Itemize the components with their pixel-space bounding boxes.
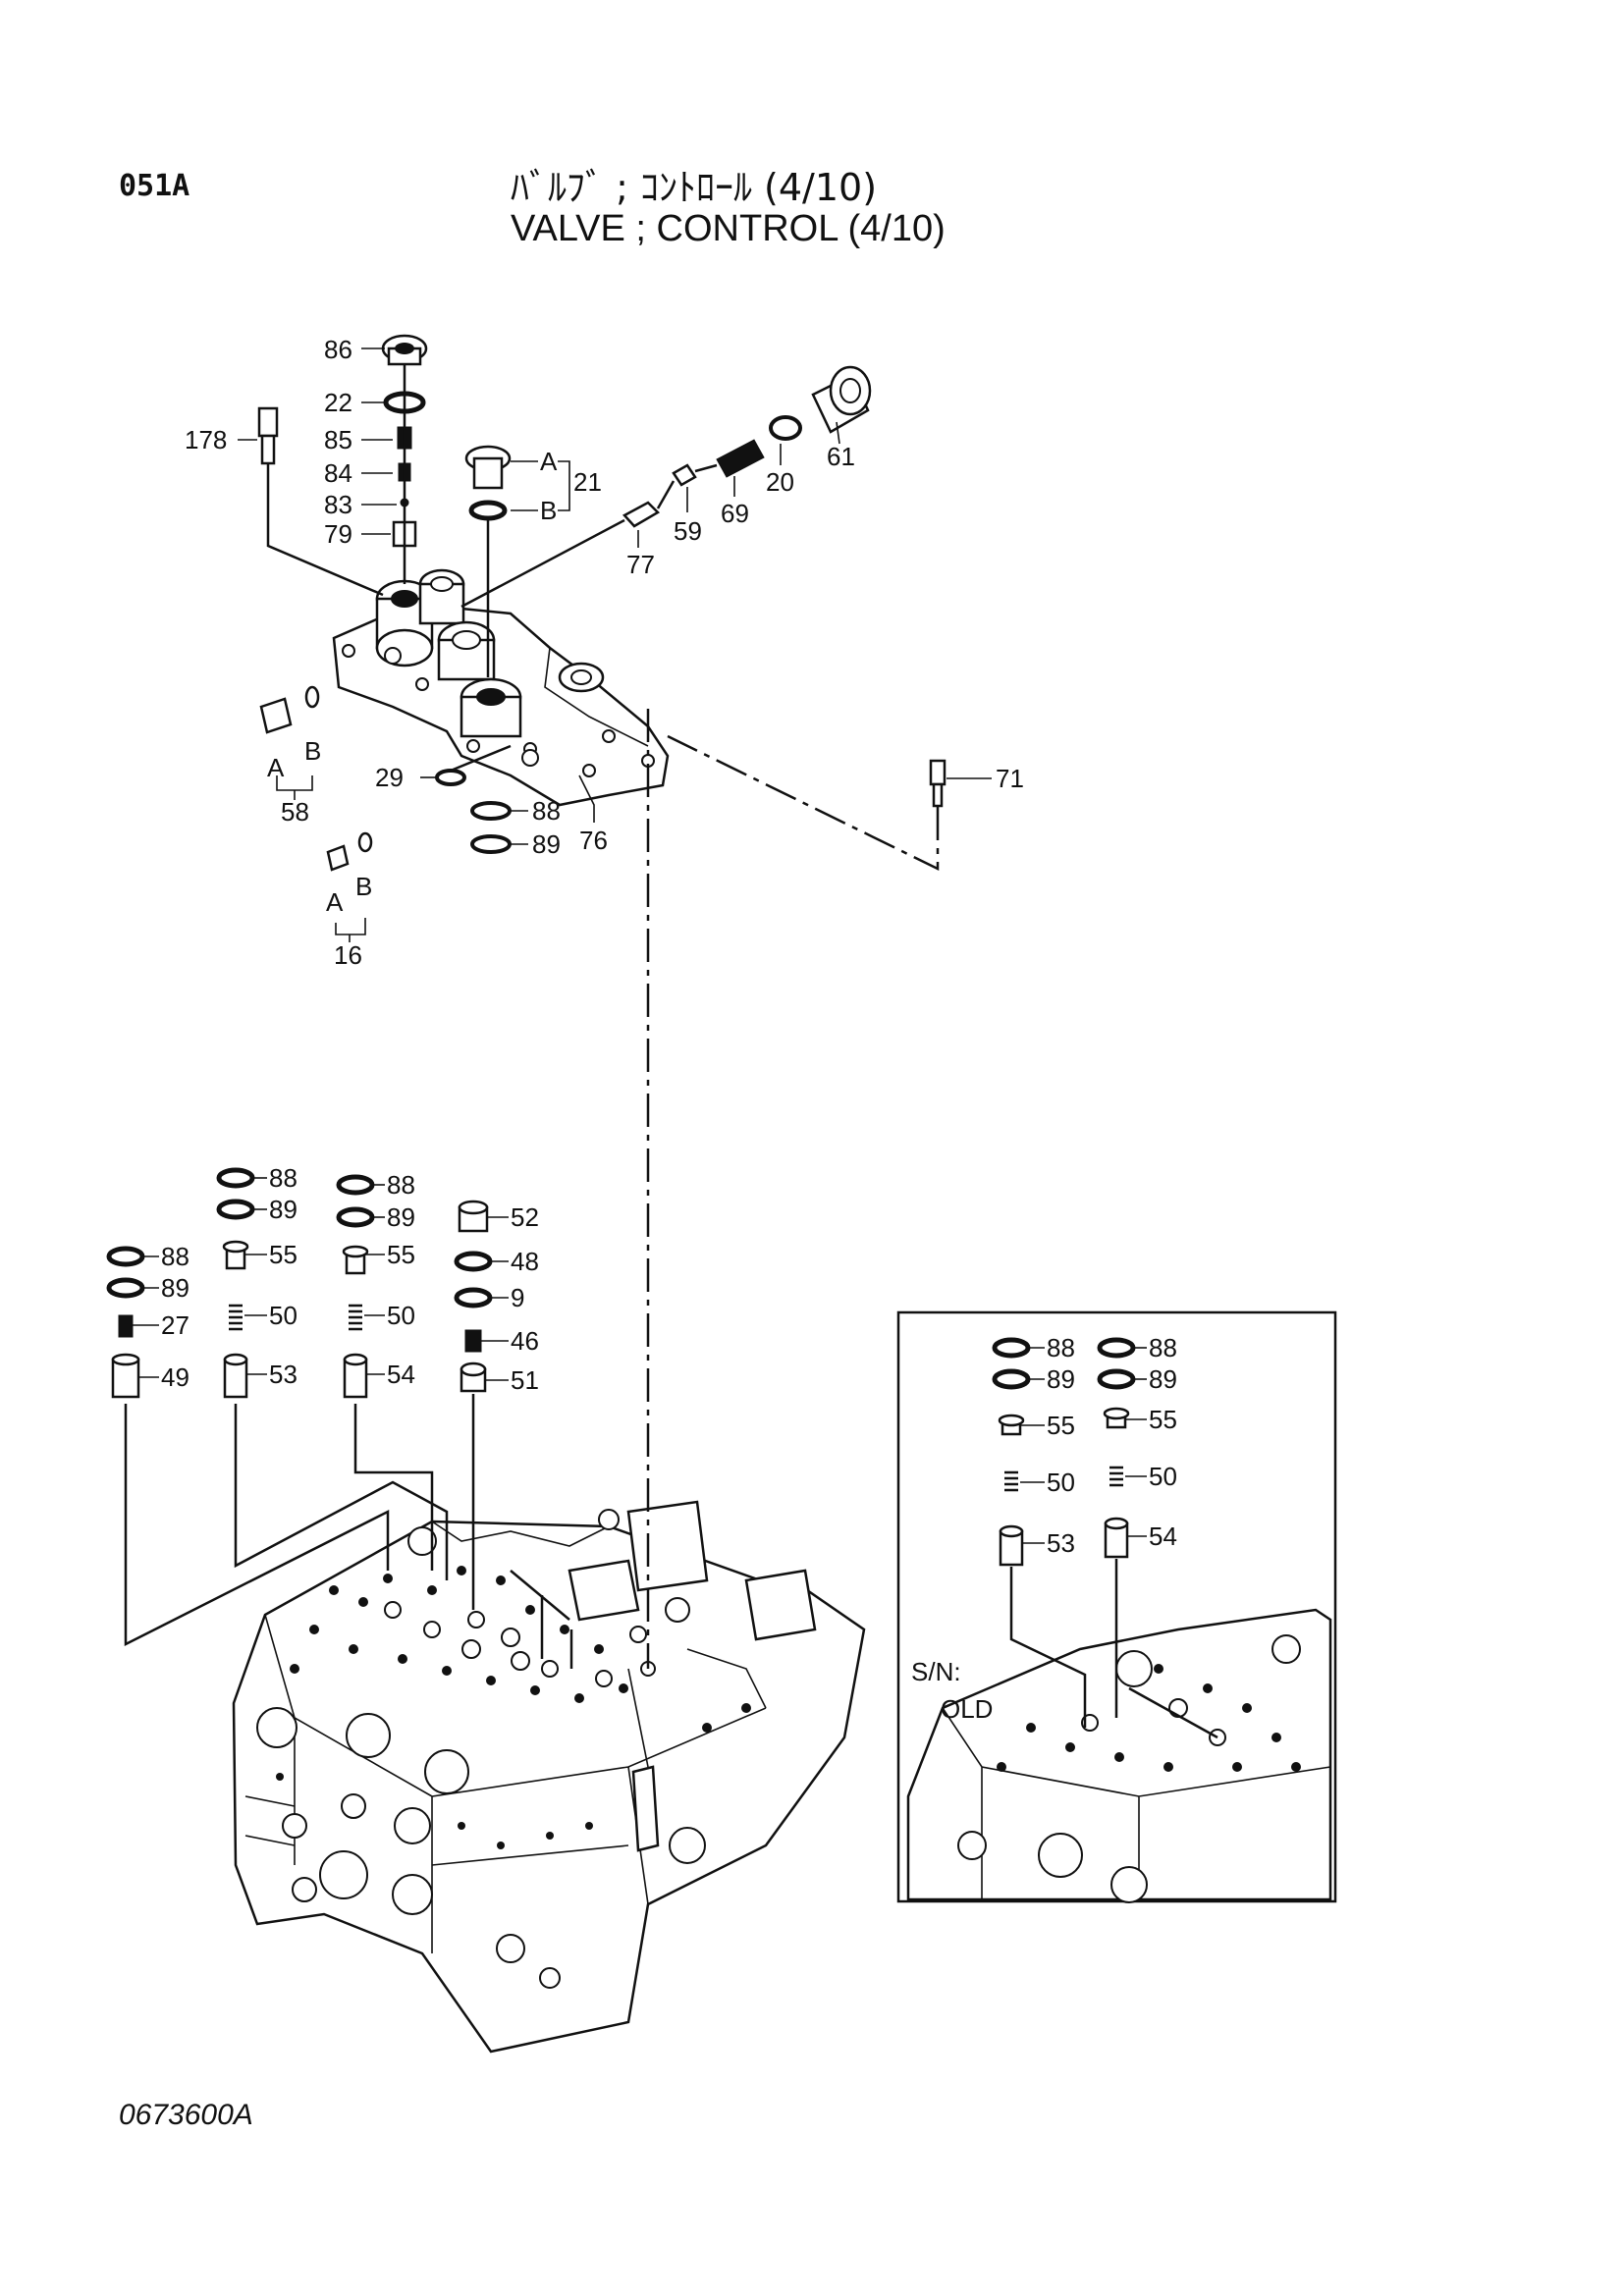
callout-21: 21 xyxy=(573,467,602,497)
page-code: 051A xyxy=(119,169,190,203)
plug-21 xyxy=(464,445,512,677)
stack-3-callout-50: 50 xyxy=(387,1301,415,1330)
stack-4-callout-51: 51 xyxy=(511,1365,539,1395)
stack-4-callout-46: 46 xyxy=(511,1326,539,1356)
stack-1-callout-49: 49 xyxy=(161,1362,189,1392)
inset-left-callout-88: 88 xyxy=(1047,1333,1075,1362)
inset-right-callout-89: 89 xyxy=(1149,1364,1177,1394)
callout-labels: 86 22 85 84 83 79 178 A B 21 61 20 69 59… xyxy=(161,335,1177,1724)
stack-2-callout-53: 53 xyxy=(269,1360,298,1389)
pilot-housing-76 xyxy=(332,568,670,807)
inset-left-callout-53: 53 xyxy=(1047,1528,1075,1558)
callout-61: 61 xyxy=(827,442,855,471)
inset-sn-value: OLD xyxy=(941,1694,993,1724)
stack-4-callout-52: 52 xyxy=(511,1202,539,1232)
callout-20: 20 xyxy=(766,467,794,497)
stack-3-callout-88: 88 xyxy=(387,1170,415,1200)
callout-77: 77 xyxy=(626,550,655,579)
stack-3-callout-54: 54 xyxy=(387,1360,415,1389)
callout-22: 22 xyxy=(324,388,352,417)
stack-3-parts xyxy=(336,1174,375,1399)
callout-58: 58 xyxy=(281,797,309,827)
callout-21-a: A xyxy=(540,447,558,476)
callout-76: 76 xyxy=(579,826,608,855)
callout-16-a: A xyxy=(326,887,344,917)
stack-1-callout-27: 27 xyxy=(161,1310,189,1340)
stack-1-callout-89: 89 xyxy=(161,1273,189,1303)
bolt-71 xyxy=(667,734,947,872)
page-title-japanese: ﾊﾞﾙﾌﾞ ; ｺﾝﾄﾛｰﾙ (4/10) xyxy=(511,166,878,209)
callout-69: 69 xyxy=(721,499,749,528)
callout-83: 83 xyxy=(324,490,352,519)
callout-71: 71 xyxy=(996,764,1024,793)
stack-2-parts xyxy=(216,1167,255,1399)
callout-29: 29 xyxy=(375,763,404,792)
inset-right-callout-55: 55 xyxy=(1149,1405,1177,1434)
stack-4-callout-48: 48 xyxy=(511,1247,539,1276)
stack-4-callout-9: 9 xyxy=(511,1283,524,1312)
stack-leader-lines xyxy=(124,709,650,1669)
callout-84: 84 xyxy=(324,458,352,488)
side-plugs xyxy=(259,685,512,872)
inset-left-callout-55: 55 xyxy=(1047,1411,1075,1440)
callout-58-b: B xyxy=(304,736,321,766)
inset-old-serial xyxy=(896,1310,1337,1903)
stack-3-callout-55: 55 xyxy=(387,1240,415,1269)
stack-4-parts xyxy=(454,1200,493,1393)
callout-178: 178 xyxy=(185,425,227,454)
stack-2-callout-55: 55 xyxy=(269,1240,298,1269)
inset-right-callout-88: 88 xyxy=(1149,1333,1177,1362)
callout-88-top: 88 xyxy=(532,796,561,826)
callout-89-top: 89 xyxy=(532,829,561,859)
callout-58-a: A xyxy=(267,753,285,782)
callout-16: 16 xyxy=(334,940,362,970)
callout-85: 85 xyxy=(324,425,352,454)
inset-right-callout-54: 54 xyxy=(1149,1522,1177,1551)
inset-left-callout-50: 50 xyxy=(1047,1468,1075,1497)
stack-2-callout-50: 50 xyxy=(269,1301,298,1330)
top-plug-stack xyxy=(381,334,428,584)
bolt-178 xyxy=(257,406,384,597)
relief-valve-parts xyxy=(460,365,872,609)
stack-2-callout-89: 89 xyxy=(269,1195,298,1224)
callout-86: 86 xyxy=(324,335,352,364)
callout-16-b: B xyxy=(355,872,372,901)
inset-right-callout-50: 50 xyxy=(1149,1462,1177,1491)
stack-1-parts xyxy=(106,1246,145,1399)
callout-59: 59 xyxy=(674,516,702,546)
callout-21-b: B xyxy=(540,496,557,525)
callout-79: 79 xyxy=(324,519,352,549)
page-title-english: VALVE ; CONTROL (4/10) xyxy=(511,208,946,249)
callout-leaders xyxy=(133,347,1147,1544)
stack-2-callout-88: 88 xyxy=(269,1163,298,1193)
stack-1-callout-88: 88 xyxy=(161,1242,189,1271)
inset-left-callout-89: 89 xyxy=(1047,1364,1075,1394)
drawing-number: 0673600A xyxy=(119,2099,253,2131)
control-valve-body xyxy=(232,1500,866,2054)
stack-3-callout-89: 89 xyxy=(387,1202,415,1232)
inset-sn-label: S/N: xyxy=(911,1657,961,1686)
